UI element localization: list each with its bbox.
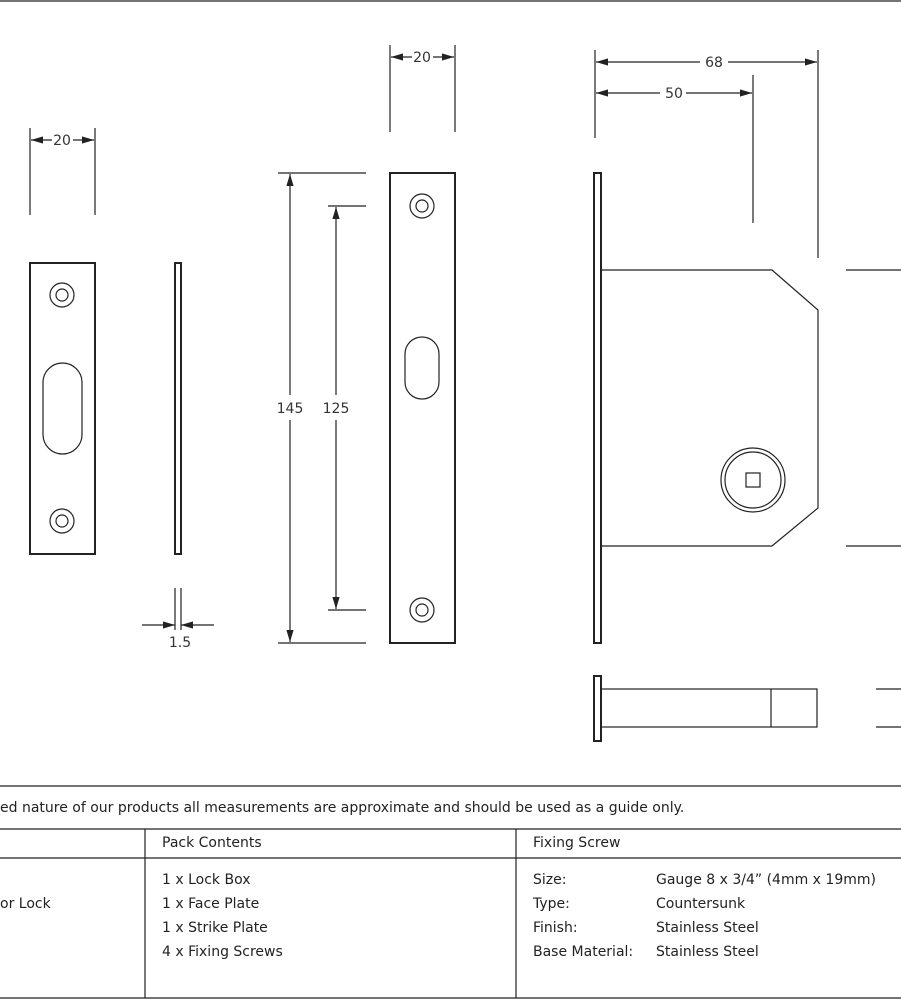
screw-spec-label: Finish: xyxy=(533,920,578,936)
screw-spec-value: Stainless Steel xyxy=(656,920,759,936)
face-width-label: 20 xyxy=(413,50,431,66)
lock-body-side: 68 50 xyxy=(593,50,901,644)
screw-spec-value: Gauge 8 x 3/4” (4mm x 19mm) xyxy=(656,872,876,888)
face-plate: 20 145 125 xyxy=(277,45,456,644)
spec-table: ed nature of our products all measuremen… xyxy=(0,785,901,999)
strike-plate-front: 20 xyxy=(29,128,96,555)
pack-item: 1 x Face Plate xyxy=(162,896,259,912)
face-height-label: 145 xyxy=(277,401,304,417)
pack-item: 1 x Strike Plate xyxy=(162,920,268,936)
pack-item: 1 x Lock Box xyxy=(162,872,251,888)
pack-contents-header: Pack Contents xyxy=(162,835,262,851)
screw-spec-label: Type: xyxy=(532,896,570,912)
backset-label: 50 xyxy=(665,86,683,102)
pack-item: 4 x Fixing Screws xyxy=(162,944,283,960)
screw-spec-value: Countersunk xyxy=(656,896,746,912)
strike-width-label: 20 xyxy=(53,133,71,149)
screw-spec-label: Base Material: xyxy=(533,944,633,960)
screw-spec-label: Size: xyxy=(533,872,566,888)
strike-plate-side: 1.5 xyxy=(142,262,214,651)
measurement-note: ed nature of our products all measuremen… xyxy=(0,800,684,816)
fixing-screw-header: Fixing Screw xyxy=(533,835,620,851)
product-name-cell: or Lock xyxy=(0,896,52,912)
screw-spec-value: Stainless Steel xyxy=(656,944,759,960)
hole-spacing-label: 125 xyxy=(323,401,350,417)
strike-thickness-label: 1.5 xyxy=(169,635,191,651)
lock-bolt-view xyxy=(593,675,901,742)
backset-overall-label: 68 xyxy=(705,55,723,71)
